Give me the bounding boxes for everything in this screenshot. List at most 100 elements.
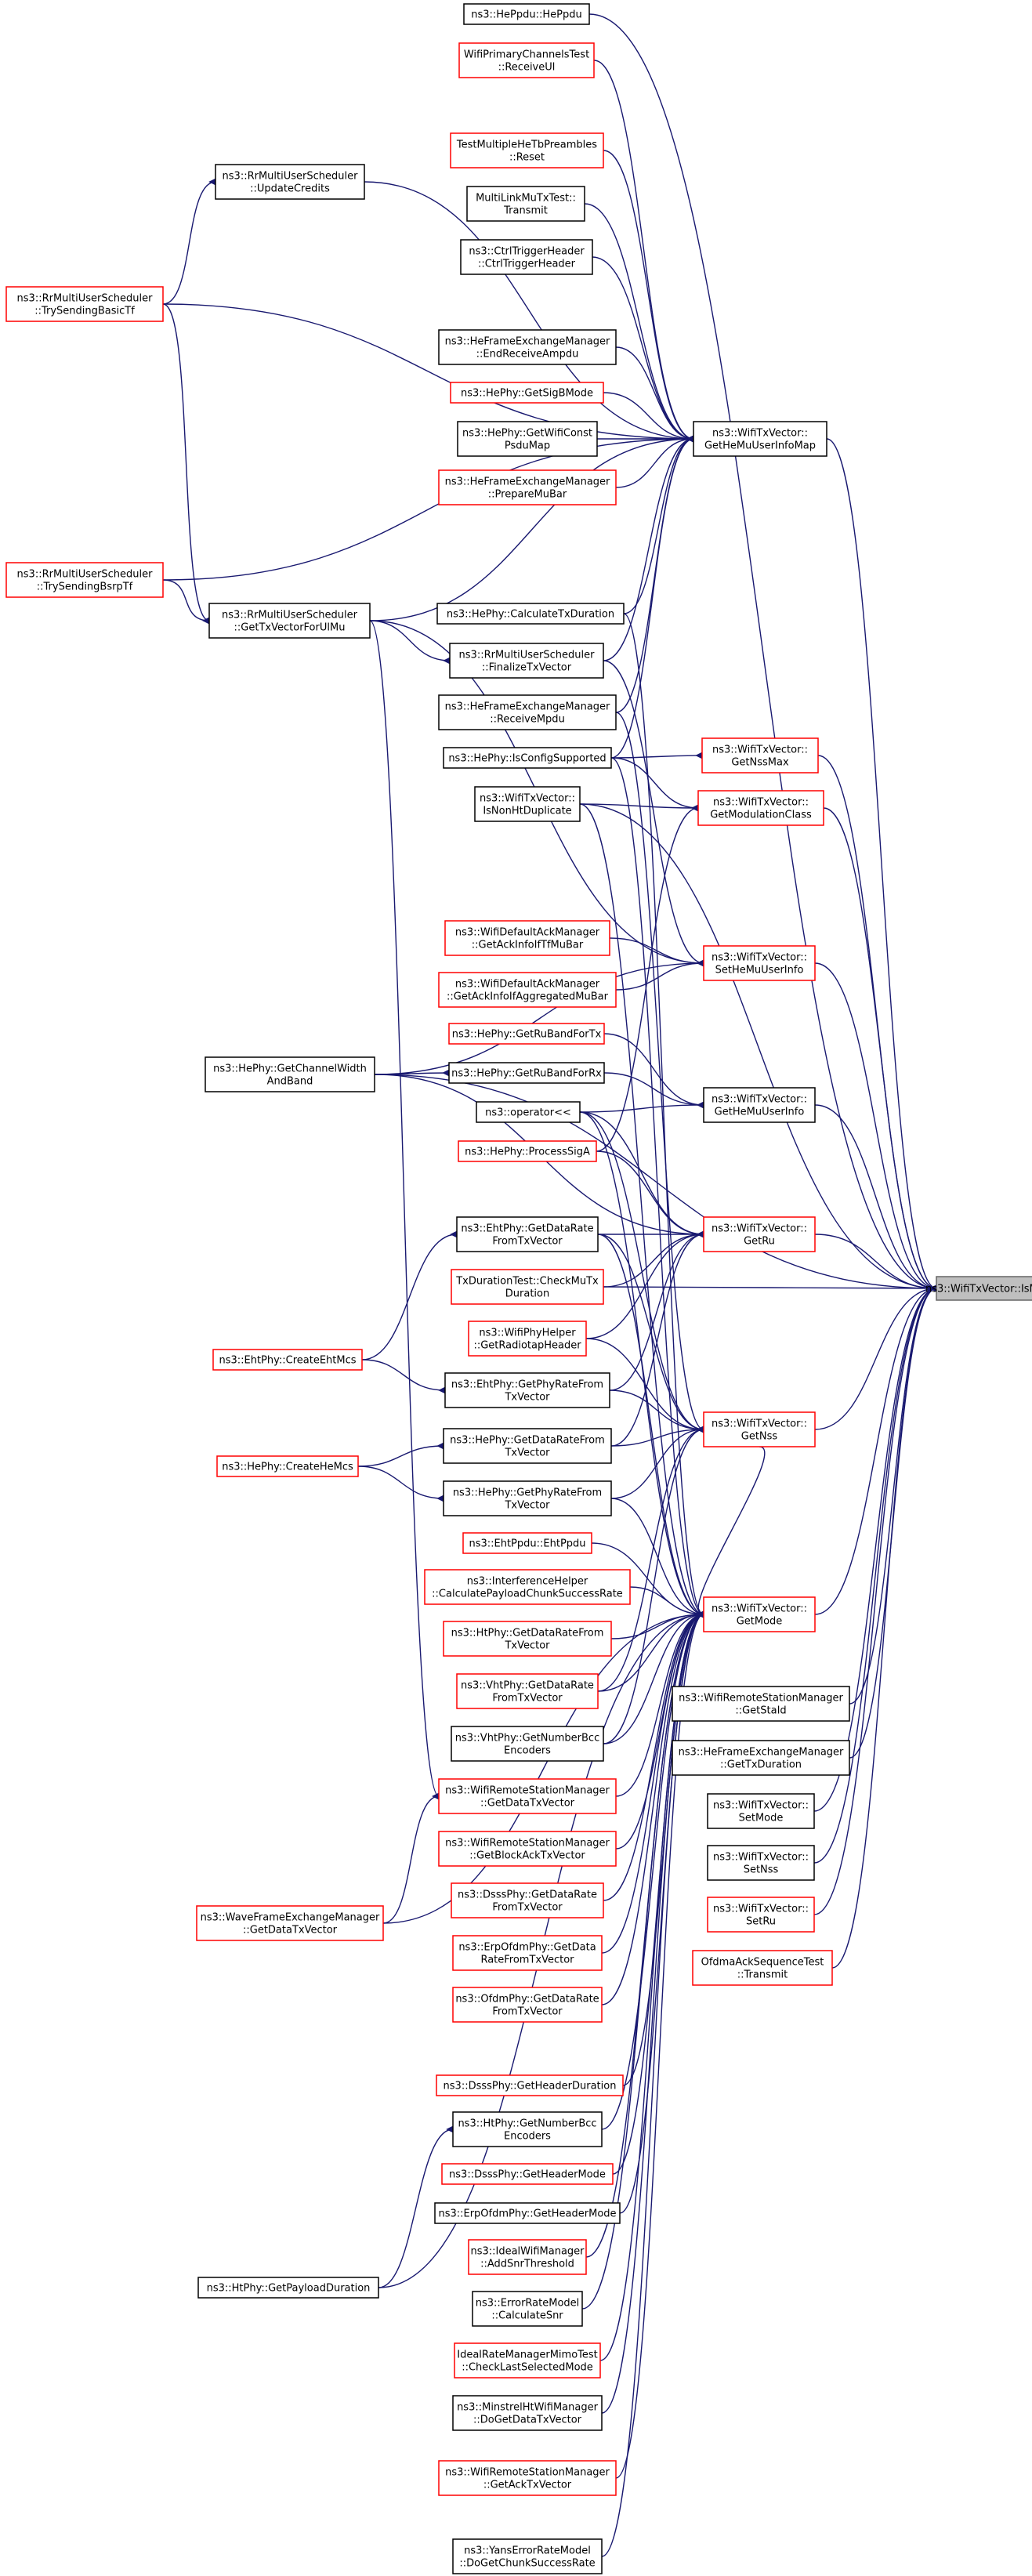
graph-node-getstaid[interactable]: ns3::WifiRemoteStationManager::GetStaId [672, 1686, 850, 1722]
graph-node-createeht[interactable]: ns3::EhtPhy::CreateEhtMcs [212, 1349, 363, 1371]
graph-node-ehtppdu[interactable]: ns3::EhtPpdu::EhtPpdu [462, 1532, 592, 1554]
graph-node-getheumap[interactable]: ns3::WifiTxVector::GetHeMuUserInfoMap [693, 421, 827, 457]
node-label-line: SetHeMuUserInfo [715, 965, 804, 976]
graph-node-setmode[interactable]: ns3::WifiTxVector::SetMode [707, 1793, 815, 1829]
graph-node-getsigb[interactable]: ns3::HePhy::GetSigBMode [450, 382, 604, 404]
graph-node-calctxdur[interactable]: ns3::HePhy::CalculateTxDuration [436, 603, 625, 625]
graph-node-trybasictf[interactable]: ns3::RrMultiUserScheduler::TrySendingBas… [5, 286, 164, 322]
graph-node-getacktx[interactable]: ns3::WifiRemoteStationManager::GetAckTxV… [438, 2460, 617, 2496]
node-label-line: ::GetStaId [735, 1705, 786, 1717]
graph-node-getnss[interactable]: ns3::WifiTxVector::GetNss [703, 1411, 816, 1447]
graph-node-ctrltrig[interactable]: ns3::CtrlTriggerHeader::CtrlTriggerHeade… [460, 239, 593, 275]
call-edge-n_gettxvecul-to-n_getheumap [369, 435, 694, 621]
node-label-line: RateFromTxVector [480, 1955, 574, 1966]
graph-node-radiotap[interactable]: ns3::WifiPhyHelper::GetRadiotapHeader [468, 1321, 587, 1357]
graph-node-interference[interactable]: ns3::InterferenceHelper::CalculatePayloa… [424, 1569, 631, 1605]
graph-node-htpayload[interactable]: ns3::HtPhy::GetPayloadDuration [197, 2277, 379, 2299]
call-edge-n_hephyrate-to-n_getmode [610, 1498, 704, 1618]
graph-node-errorrate[interactable]: ns3::ErrorRateModel::CalculateSnr [472, 2291, 583, 2327]
node-label-line: ns3::DsssPhy::GetDataRate [458, 1889, 597, 1901]
node-label-line: ::GetAckInfoIfAggregatedMuBar [447, 991, 609, 1003]
node-label-line: GetModulationClass [710, 810, 812, 821]
graph-node-getmode[interactable]: ns3::WifiTxVector::GetMode [703, 1596, 816, 1632]
node-box [468, 1321, 587, 1357]
graph-node-setnss[interactable]: ns3::WifiTxVector::SetNss [707, 1845, 815, 1881]
graph-node-getdatatx[interactable]: ns3::WifiRemoteStationManager::GetDataTx… [438, 1778, 617, 1814]
graph-node-setheuser[interactable]: ns3::WifiTxVector::SetHeMuUserInfo [703, 945, 816, 981]
node-label-line: ns3::HeFrameExchangeManager [445, 701, 610, 713]
graph-node-ofdmaack[interactable]: OfdmaAckSequenceTest::Transmit [692, 1950, 833, 1986]
graph-node-yanserror[interactable]: ns3::YansErrorRateModel::DoGetChunkSucce… [452, 2538, 603, 2574]
graph-node-isnonht[interactable]: ns3::WifiTxVector::IsNonHtDuplicate [474, 786, 581, 822]
node-box [448, 1062, 605, 1084]
graph-node-rubandtx[interactable]: ns3::HePhy::GetRuBandForTx [448, 1023, 605, 1045]
graph-node-wavedatatx[interactable]: ns3::WaveFrameExchangeManager::GetDataTx… [196, 1905, 384, 1941]
node-label-line: ns3::MinstrelHtWifiManager [457, 2402, 599, 2414]
call-edge-n_calctxdur-to-n_getheumap [623, 435, 695, 614]
graph-node-endrecv[interactable]: ns3::HeFrameExchangeManager::EndReceiveA… [438, 329, 617, 365]
node-label-line: ::DoGetDataTxVector [473, 2415, 582, 2426]
node-label-line: ns3::ErpOfdmPhy::GetData [458, 1942, 596, 1954]
graph-node-gettxdur[interactable]: ns3::HeFrameExchangeManager::GetTxDurati… [672, 1740, 850, 1776]
call-edge-n_recvmpdu-to-n_getnss [615, 712, 705, 1433]
graph-node-idealsnr[interactable]: ns3::IdealWifiManager::AddSnrThreshold [468, 2239, 587, 2275]
graph-node-gettxvecul[interactable]: ns3::RrMultiUserScheduler::GetTxVectorFo… [208, 603, 371, 639]
graph-node-processsiga[interactable]: ns3::HePhy::ProcessSigA [458, 1140, 597, 1162]
graph-node-recvmpdu[interactable]: ns3::HeFrameExchangeManager::ReceiveMpdu [438, 694, 617, 730]
graph-node-multilink[interactable]: MultiLinkMuTxTest::Transmit [466, 186, 585, 222]
graph-node-dsssheaderdur[interactable]: ns3::DsssPhy::GetHeaderDuration [436, 2074, 624, 2096]
graph-node-idealmimo[interactable]: IdealRateManagerMimoTest::CheckLastSelec… [454, 2342, 601, 2379]
graph-node-updatecredits[interactable]: ns3::RrMultiUserScheduler::UpdateCredits [215, 164, 365, 200]
node-box [462, 1532, 592, 1554]
graph-node-finalize[interactable]: ns3::RrMultiUserScheduler::FinalizeTxVec… [449, 643, 604, 679]
graph-node-isconfig[interactable]: ns3::HePhy::IsConfigSupported [443, 747, 612, 769]
graph-node-getmodclass[interactable]: ns3::WifiTxVector::GetModulationClass [697, 790, 824, 826]
node-label-line: ns3::HtPhy::GetPayloadDuration [207, 2283, 371, 2295]
graph-node-getheuser[interactable]: ns3::WifiTxVector::GetHeMuUserInfo [703, 1087, 816, 1123]
node-box [452, 1935, 603, 1971]
call-edge-n_operator-to-n_getnss [579, 1111, 705, 1433]
graph-node-operator[interactable]: ns3::operator<< [476, 1101, 581, 1123]
graph-node-getblockack[interactable]: ns3::WifiRemoteStationManager::GetBlockA… [438, 1831, 617, 1867]
node-label-line: TxVector [504, 1392, 550, 1404]
graph-node-dsssheadermode[interactable]: ns3::DsssPhy::GetHeaderMode [441, 2163, 614, 2185]
graph-node-preparemubar[interactable]: ns3::HeFrameExchangeManager::PrepareMuBa… [438, 469, 617, 505]
graph-node-getru[interactable]: ns3::WifiTxVector::GetRu [703, 1216, 816, 1252]
graph-node-ackinfotf[interactable]: ns3::WifiDefaultAckManager::GetAckInfoIf… [444, 920, 610, 956]
graph-node-trybsrp[interactable]: ns3::RrMultiUserScheduler::TrySendingBsr… [5, 562, 164, 598]
call-edge-n_txduration-to-n_getru [603, 1230, 704, 1288]
call-edge-n_erpdatarate-to-n_getmode [601, 1610, 705, 1954]
graph-node-minstrel[interactable]: ns3::MinstrelHtWifiManager::DoGetDataTxV… [452, 2395, 603, 2431]
graph-node-primch[interactable]: WifiPrimaryChannelsTest::ReceiveUl [458, 42, 595, 78]
node-label-line: ::DoGetChunkSuccessRate [459, 2558, 595, 2570]
node-box [456, 1673, 599, 1709]
graph-node-ackinfoagg[interactable]: ns3::WifiDefaultAckManager::GetAckInfoIf… [438, 972, 617, 1008]
graph-node-heppdu[interactable]: ns3::HePpdu::HePpdu [463, 3, 590, 25]
graph-node-erpheadermode[interactable]: ns3::ErpOfdmPhy::GetHeaderMode [434, 2202, 621, 2224]
graph-node-rubandrx[interactable]: ns3::HePhy::GetRuBandForRx [448, 1062, 605, 1084]
node-label-line: ::Reset [509, 152, 545, 164]
graph-node-testmulti[interactable]: TestMultipleHeTbPreambles::Reset [450, 132, 604, 168]
call-edge-n_vhtnumbcc-to-n_getmode [603, 1610, 704, 1745]
graph-node-createhe[interactable]: ns3::HePhy::CreateHeMcs [216, 1455, 359, 1477]
node-label-line: TxVector [504, 1640, 550, 1652]
node-box [936, 1276, 1032, 1301]
graph-node-setru[interactable]: ns3::WifiTxVector::SetRu [707, 1897, 815, 1933]
node-label-line: ns3::WifiTxVector:: [713, 1904, 809, 1915]
graph-node-root[interactable]: ns3::WifiTxVector::IsMu [925, 1276, 1032, 1301]
graph-node-getnssmax[interactable]: ns3::WifiTxVector::GetNssMax [701, 737, 819, 774]
